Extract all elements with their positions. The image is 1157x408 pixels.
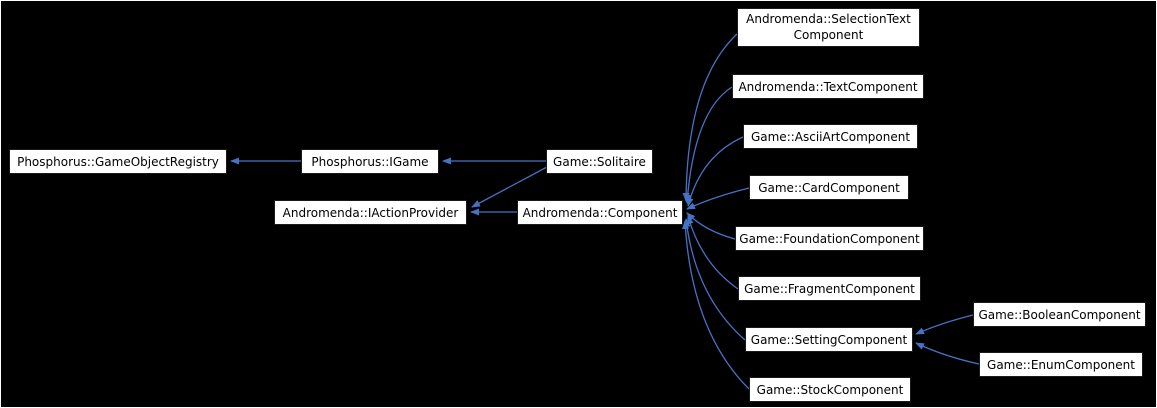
class-node-game-foundationcomponent[interactable]: Game::FoundationComponent — [735, 226, 924, 251]
class-node-label-line1: Andromenda::SelectionText — [746, 11, 911, 26]
class-node-andromenda-iactionprovider[interactable]: Andromenda::IActionProvider — [274, 200, 467, 225]
class-node-andromenda-component[interactable]: Andromenda::Component — [517, 200, 683, 225]
class-node-game-fragmentcomponent[interactable]: Game::FragmentComponent — [738, 276, 921, 301]
class-node-andromenda-textcomponent[interactable]: Andromenda::TextComponent — [732, 74, 924, 99]
class-node-phosphorus-gameobjectregistry[interactable]: Phosphorus::GameObjectRegistry — [9, 149, 227, 174]
edge-fragmentcomponent-to-component — [686, 215, 739, 290]
edge-enumcomponent-to-settingcomponent — [915, 342, 980, 365]
edge-asciiartcomponent-to-component — [686, 136, 744, 207]
class-node-label-line2: Component — [793, 27, 864, 42]
edge-cardcomponent-to-component — [686, 187, 750, 210]
edge-booleancomponent-to-settingcomponent — [915, 314, 974, 335]
class-node-game-cardcomponent[interactable]: Game::CardComponent — [749, 175, 909, 200]
edge-foundationcomponent-to-component — [686, 212, 736, 240]
class-node-andromenda-selectiontextcomponent[interactable]: Andromenda::SelectionText Component — [737, 8, 920, 47]
class-node-game-stockcomponent[interactable]: Game::StockComponent — [749, 377, 911, 402]
class-node-game-settingcomponent[interactable]: Game::SettingComponent — [745, 327, 913, 352]
edge-selectiontextcomponent-to-component — [682, 33, 738, 202]
class-node-game-booleancomponent[interactable]: Game::BooleanComponent — [973, 302, 1146, 327]
class-node-game-enumcomponent[interactable]: Game::EnumComponent — [979, 352, 1143, 377]
class-node-game-asciiartcomponent[interactable]: Game::AsciiArtComponent — [743, 124, 918, 149]
edge-textcomponent-to-component — [684, 86, 733, 204]
class-node-game-solitaire[interactable]: Game::Solitaire — [546, 149, 653, 174]
class-node-phosphorus-igame[interactable]: Phosphorus::IGame — [301, 149, 439, 174]
